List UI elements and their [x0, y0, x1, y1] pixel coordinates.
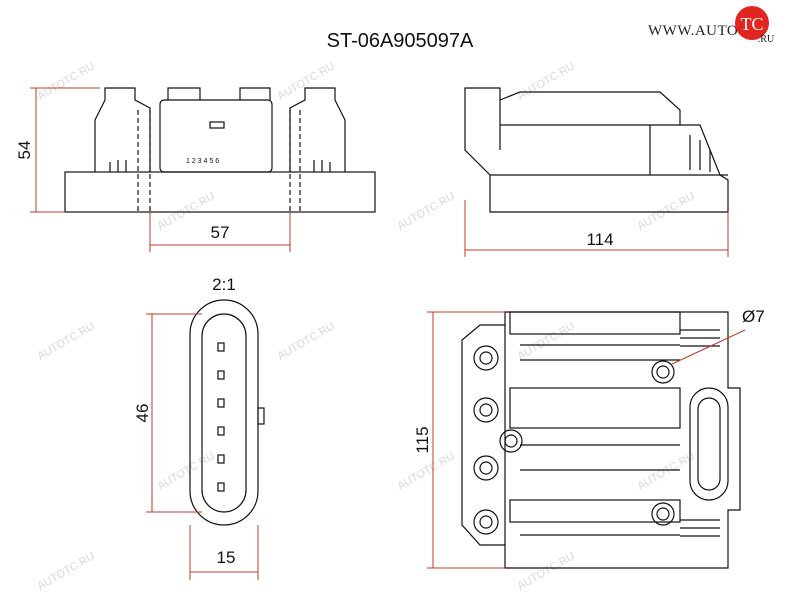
watermark-text: AUTOTC.RU: [276, 60, 337, 102]
logo-circle: [735, 6, 769, 40]
watermark-text: AUTOTC.RU: [516, 60, 577, 102]
watermark-text: AUTOTC.RU: [276, 320, 337, 362]
top-connector: [689, 387, 729, 501]
front-base: [64, 171, 376, 213]
front-pins: [109, 160, 331, 172]
watermark-text: AUTOTC.RU: [516, 320, 577, 362]
dim-width-front: 57: [211, 223, 230, 242]
connector-scale-label: 2:1: [212, 275, 236, 294]
watermark-text: AUTOTC.RU: [36, 60, 97, 102]
connector-inner: [201, 313, 247, 513]
watermark-text: AUTOTC.RU: [156, 450, 217, 492]
top-dimensions: [427, 311, 746, 569]
front-connector: [159, 99, 273, 173]
side-body: [464, 87, 729, 213]
spark-tower: [473, 397, 499, 423]
spark-tower: [473, 345, 499, 371]
logo-url-text: WWW.AUTO: [648, 23, 739, 39]
top-view: [461, 311, 741, 569]
logo-tc-text: TC: [740, 14, 763, 34]
watermark-text: AUTOTC.RU: [36, 550, 97, 592]
watermark-text: AUTOTC.RU: [396, 450, 457, 492]
front-connector-top: [167, 87, 271, 100]
dim-top-height: 115: [413, 426, 432, 453]
connector-pin: [217, 454, 225, 464]
connector-pin: [217, 426, 225, 436]
dim-leader-bolt: [671, 329, 746, 365]
watermark-text: AUTOTC.RU: [156, 190, 217, 232]
bolt-hole-inner: [504, 434, 518, 448]
dim-connector-height: 46: [133, 404, 152, 423]
side-pins: [689, 135, 711, 172]
spark-tower: [473, 509, 499, 535]
connector-dimensions: [146, 313, 259, 580]
watermark-layer: AUTOTC.RU AUTOTC.RU AUTOTC.RU AUTOTC.RU …: [36, 60, 697, 592]
part-number-title: ST-06A905097A: [326, 30, 474, 52]
spark-tower-inner: [479, 515, 493, 529]
front-dimensions: [30, 87, 291, 252]
bolt-hole-inner: [656, 365, 670, 379]
spark-tower-inner: [479, 461, 493, 475]
connector-pin: [217, 370, 225, 380]
connector-pin: [217, 398, 225, 408]
bolt-hole: [651, 360, 675, 384]
spark-tower: [473, 455, 499, 481]
front-right-housing: [289, 87, 346, 172]
connector-key: [257, 407, 265, 425]
watermark-text: AUTOTC.RU: [36, 320, 97, 362]
side-view: [464, 87, 729, 213]
logo-badge-graphic: TC .RU: [735, 6, 775, 45]
front-view: [64, 87, 376, 213]
front-connector-latch: [209, 121, 225, 129]
watermark-text: AUTOTC.RU: [516, 550, 577, 592]
top-wires: [680, 329, 720, 537]
bolt-hole: [499, 429, 523, 453]
watermark-text: AUTOTC.RU: [636, 190, 697, 232]
dim-length-side: 114: [586, 230, 613, 249]
logo-ru-text: .RU: [758, 34, 775, 45]
pin-number-labels: 1 2 3 4 5 6: [186, 158, 219, 165]
dim-connector-width: 15: [217, 548, 236, 567]
logo-badge: TC .RU: [728, 5, 776, 45]
top-connector-inner: [697, 397, 721, 491]
bolt-hole-inner: [656, 507, 670, 521]
dim-bolt-diameter: Ø7: [742, 307, 765, 326]
spark-tower-inner: [479, 351, 493, 365]
bolt-hole: [651, 502, 675, 526]
coil-bottom-block: [509, 499, 681, 523]
connector-pin: [217, 342, 225, 352]
connector-pin: [217, 482, 225, 492]
coil-middle-block: [509, 387, 681, 429]
watermark-text: AUTOTC.RU: [636, 450, 697, 492]
watermark-text: AUTOTC.RU: [396, 190, 457, 232]
connector-view: [189, 299, 265, 526]
dim-height-front: 54: [15, 141, 34, 160]
coil-top-block: [509, 311, 681, 335]
side-dimensions: [464, 200, 729, 257]
front-left-housing: [94, 87, 151, 172]
spark-tower-inner: [479, 403, 493, 417]
